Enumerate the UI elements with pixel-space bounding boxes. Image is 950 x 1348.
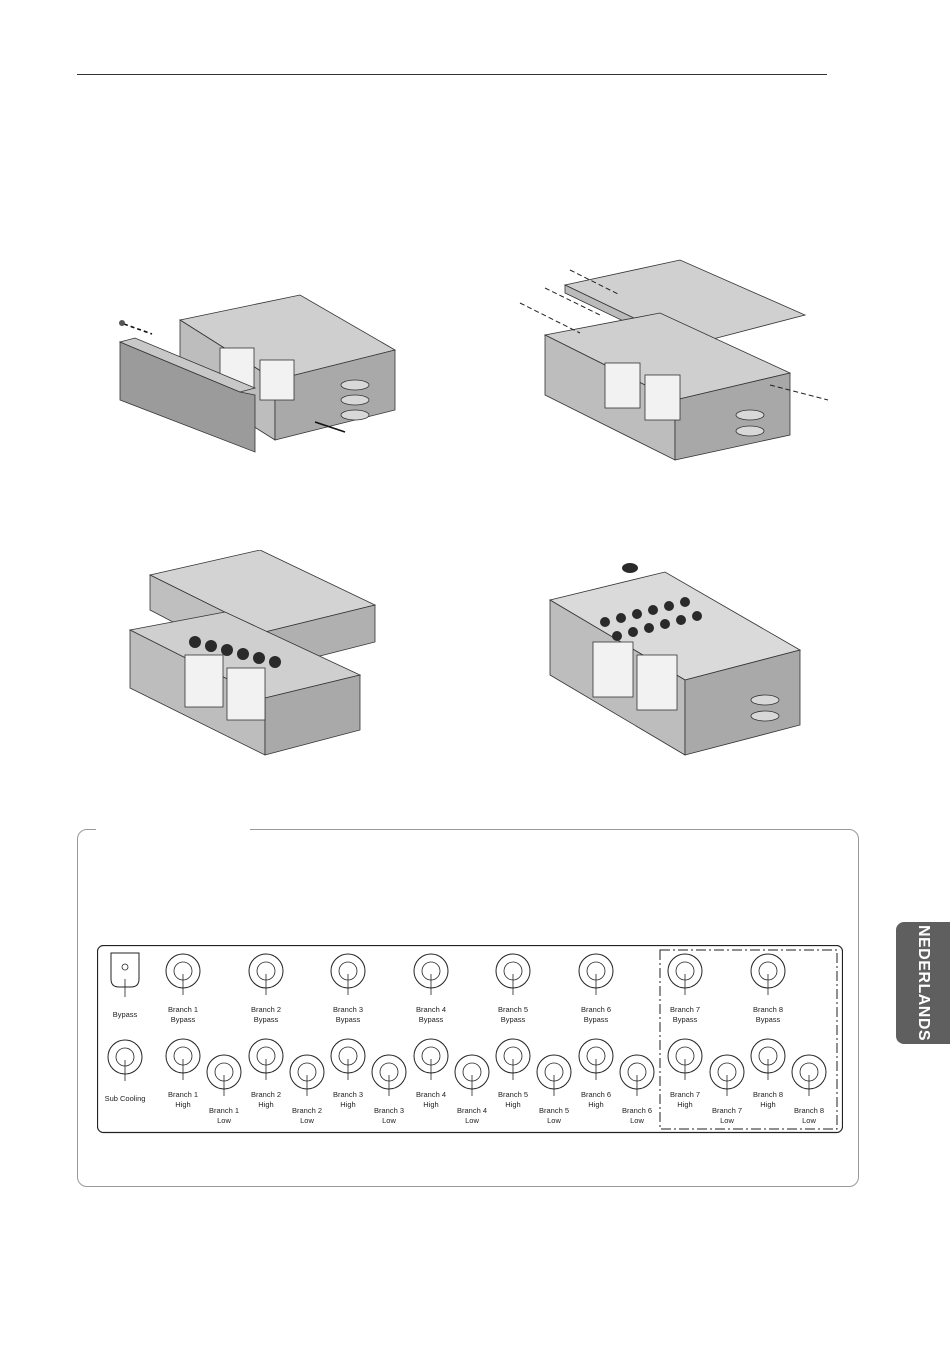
port-label-branch-5-high: High [505,1100,520,1109]
port-label-branch-3-high: High [340,1100,355,1109]
port-label-branch-6-bypass: Bypass [584,1015,609,1024]
port-label-branch-5-bypass: Bypass [501,1015,526,1024]
port-label-branch-2-high: High [258,1100,273,1109]
port-label-branch-7-bypass: Bypass [673,1015,698,1024]
figure-inner-cover-lifted [128,550,377,756]
port-label-branch-4-bypass: Branch 4 [416,1005,446,1014]
label-bypass: Bypass [113,1010,138,1019]
figure-front-cover-removal [118,294,397,453]
port-label-branch-7-bypass: Branch 7 [670,1005,700,1014]
port-label-branch-5-low: Branch 5 [539,1106,569,1115]
port-label-branch-3-bypass: Bypass [336,1015,361,1024]
figure-open-unit [548,563,802,756]
figure-top-cover-removal [519,259,829,461]
port-label-branch-5-bypass: Branch 5 [498,1005,528,1014]
port-label-branch-1-low: Branch 1 [209,1106,239,1115]
port-label-branch-2-bypass: Bypass [254,1015,279,1024]
port-label-branch-3-high: Branch 3 [333,1090,363,1099]
port-label-branch-8-low: Low [802,1116,816,1125]
language-tab-label: NEDERLANDS [915,924,932,1042]
port-label-branch-4-high: High [423,1100,438,1109]
port-label-branch-1-high: Branch 1 [168,1090,198,1099]
port-label-branch-6-high: Branch 6 [581,1090,611,1099]
port-label-branch-4-high: Branch 4 [416,1090,446,1099]
port-layout-panel [77,829,859,1187]
port-label-branch-3-bypass: Branch 3 [333,1005,363,1014]
port-label-branch-5-low: Low [547,1116,561,1125]
optional-branch-frame [659,949,838,1130]
port-label-branch-1-low: Low [217,1116,231,1125]
panel-tab-gap [96,827,250,830]
port-label-branch-1-bypass: Bypass [171,1015,196,1024]
port-label-branch-7-low: Low [720,1116,734,1125]
port-label-branch-2-low: Low [300,1116,314,1125]
port-label-branch-6-bypass: Branch 6 [581,1005,611,1014]
port-label-branch-8-bypass: Branch 8 [753,1005,783,1014]
port-label-branch-6-low: Low [630,1116,644,1125]
port-label-branch-4-low: Branch 4 [457,1106,487,1115]
port-bypass: Bypass [110,952,140,1019]
port-label-branch-7-low: Branch 7 [712,1106,742,1115]
port-label-branch-8-low: Branch 8 [794,1106,824,1115]
port-label-branch-3-low: Branch 3 [374,1106,404,1115]
port-label-branch-2-bypass: Branch 2 [251,1005,281,1014]
port-label-branch-6-high: High [588,1100,603,1109]
header-rule [77,74,827,75]
port-label-branch-8-high: High [760,1100,775,1109]
port-label-branch-4-bypass: Bypass [419,1015,444,1024]
port-label-branch-3-low: Low [382,1116,396,1125]
port-label-branch-1-bypass: Branch 1 [168,1005,198,1014]
port-label-branch-1-high: High [175,1100,190,1109]
port-label-branch-5-high: Branch 5 [498,1090,528,1099]
language-tab: NEDERLANDS [896,922,950,1044]
port-sub-cooling: Sub Cooling [105,1039,146,1103]
port-label-branch-7-high: Branch 7 [670,1090,700,1099]
port-label-branch-8-high: Branch 8 [753,1090,783,1099]
port-label-branch-7-high: High [677,1100,692,1109]
port-label-branch-8-bypass: Bypass [756,1015,781,1024]
port-label-branch-2-low: Branch 2 [292,1106,322,1115]
port-label-branch-4-low: Low [465,1116,479,1125]
port-label-branch-6-low: Branch 6 [622,1106,652,1115]
label-sub-cooling: Sub Cooling [105,1094,146,1103]
port-layout-diagram: Bypass Sub Cooling Branch 1BypassBranch … [97,945,843,1134]
port-label-branch-2-high: Branch 2 [251,1090,281,1099]
diagram-frame [97,945,843,1134]
